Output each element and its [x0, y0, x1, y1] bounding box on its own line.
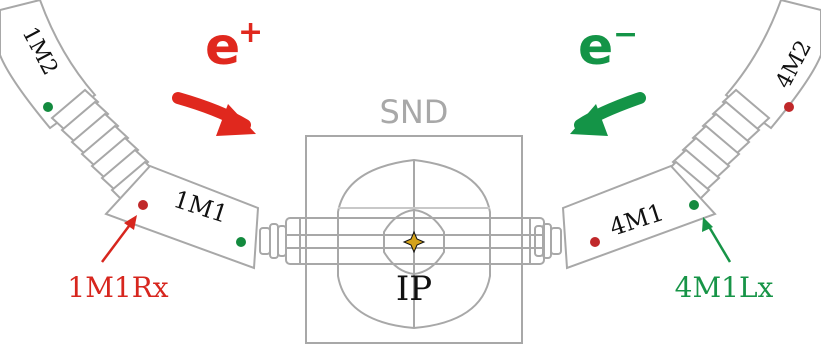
marker-1M2-green: [43, 102, 53, 112]
left-bellows: [259, 223, 287, 259]
right-quad-stack: [664, 88, 771, 202]
right-beamline: [534, 0, 821, 270]
detector-calorimeter: [337, 158, 491, 330]
detector-tracker: [383, 208, 445, 276]
electron-label: e −: [578, 17, 638, 77]
detector-outer-box: [305, 135, 523, 344]
positron-label: e +: [205, 15, 263, 77]
magnet-1M2: [0, 0, 97, 130]
marker-1M1Rx-red: [138, 200, 148, 210]
left-quad-stack: [50, 88, 157, 202]
sensor-label-left: 1M1Rx: [67, 271, 168, 304]
electron-arrow-icon: [570, 92, 646, 136]
svg-text:−: −: [613, 17, 638, 52]
sensor-right-pointer-icon: [702, 217, 732, 263]
svg-text:+: +: [238, 15, 263, 50]
marker-4M2-red: [784, 102, 794, 112]
magnet-1M1: [104, 164, 260, 270]
marker-4M1Lx-green: [689, 200, 699, 210]
left-beamline: [0, 0, 287, 270]
ip-label: IP: [396, 269, 432, 309]
sensor-left-pointer-icon: [101, 215, 137, 263]
marker-1M1-green: [236, 237, 246, 247]
positron-arrow-icon: [172, 92, 256, 136]
sensor-label-right: 4M1Lx: [675, 271, 774, 304]
svg-text:e: e: [205, 17, 240, 77]
marker-4M1-red: [590, 237, 600, 247]
svg-text:e: e: [578, 17, 613, 77]
magnet-4M1: [561, 164, 717, 270]
detector-label: SND: [380, 93, 449, 131]
magnet-4M2: [724, 0, 821, 130]
ip-star-icon: [402, 230, 426, 254]
